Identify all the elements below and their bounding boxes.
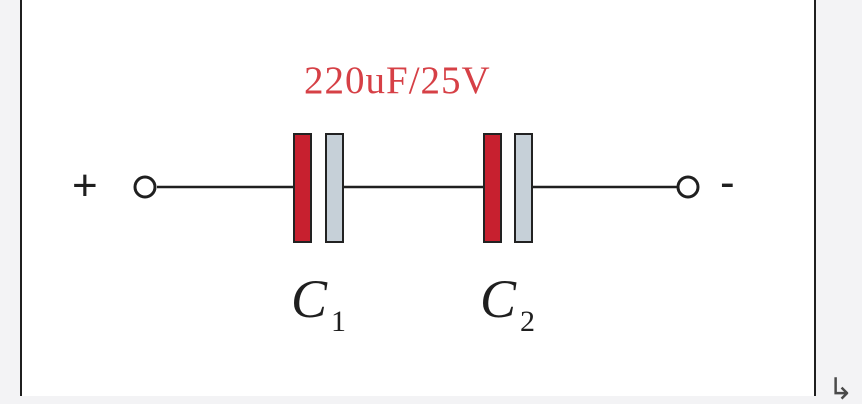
capacitor-c1-positive-plate	[293, 133, 312, 243]
capacitor-c1-subscript: 1	[331, 305, 347, 338]
capacitor-c2-negative-plate	[514, 133, 533, 243]
negative-terminal-label: -	[720, 158, 735, 207]
negative-terminal-node	[676, 175, 700, 199]
positive-terminal-label: +	[72, 161, 98, 210]
capacitor-c2-name: C	[480, 269, 517, 329]
capacitor-c2-positive-plate	[483, 133, 502, 243]
positive-terminal-node	[133, 175, 157, 199]
capacitor-c1-name: C	[291, 269, 328, 329]
capacitor-c2-subscript: 2	[520, 305, 536, 338]
corner-arrow-icon: ↳	[828, 372, 854, 404]
capacitor-c1-negative-plate	[325, 133, 344, 243]
diagram-panel	[20, 0, 816, 396]
capacitor-rating-label: 220uF/25V	[304, 59, 491, 102]
